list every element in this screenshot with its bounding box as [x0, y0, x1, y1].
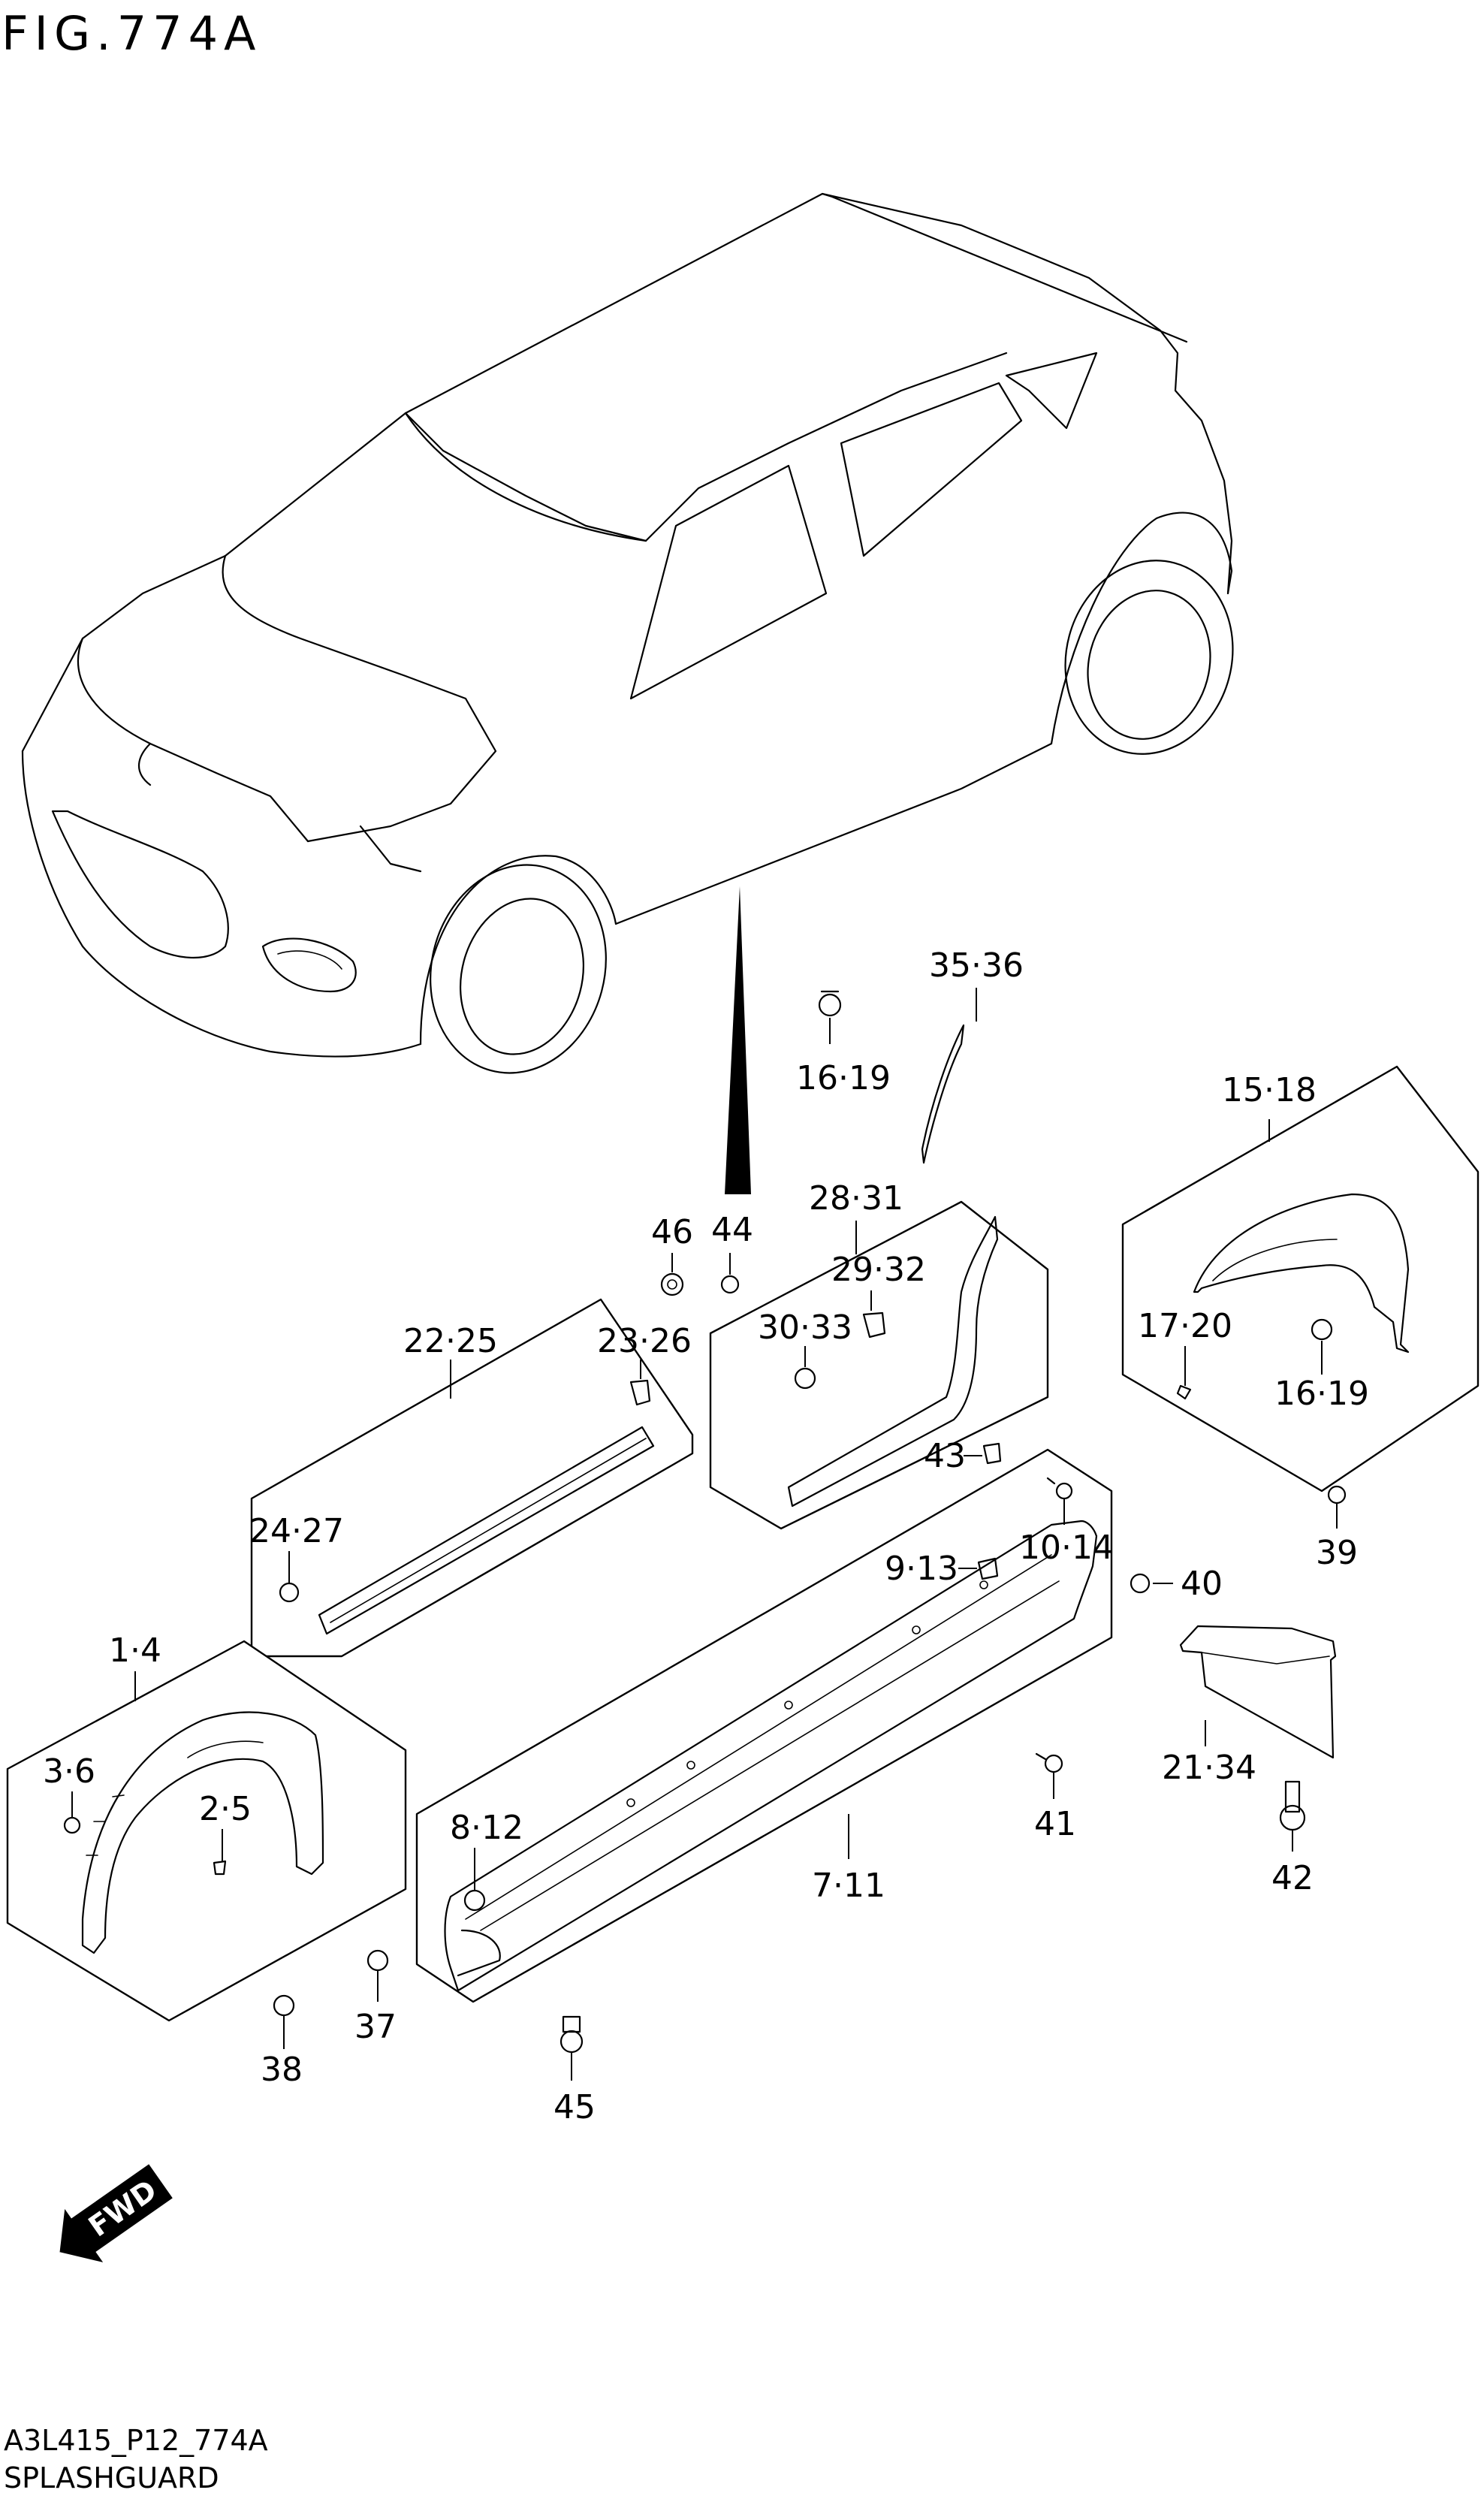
callout-21-34: 21·34 [1162, 1749, 1256, 1787]
clip-29-32-icon [862, 1311, 886, 1339]
screw-16-19-b-icon [1311, 1318, 1333, 1341]
box-28-31 [709, 1200, 1049, 1530]
callout-17-20: 17·20 [1138, 1307, 1232, 1345]
callout-29-32: 29·32 [831, 1251, 926, 1289]
clip-23-26-icon [629, 1379, 651, 1406]
leader-lines [71, 988, 1338, 2081]
callout-30-33: 30·33 [758, 1308, 852, 1347]
clip-38-icon [273, 1994, 295, 2017]
fwd-arrow-icon: FWD [58, 2162, 173, 2262]
clip-2-5-icon [213, 1860, 227, 1876]
callout-40: 40 [1181, 1565, 1223, 1603]
clip-44-icon [720, 1275, 740, 1294]
box-7-11 [415, 1448, 1113, 2003]
figure-code: A3L415_P12_774A [4, 2424, 268, 2457]
callout-3-6: 3·6 [43, 1752, 95, 1791]
clip-9-13-icon [977, 1557, 999, 1580]
callout-39: 39 [1316, 1534, 1358, 1572]
clip-43-icon [982, 1442, 1002, 1465]
mudflap-21-34 [1179, 1625, 1337, 1759]
callout-1-4: 1·4 [109, 1631, 161, 1670]
nut-40-icon [1130, 1573, 1151, 1594]
screw-10-14-icon [1046, 1477, 1073, 1500]
car-outline [21, 192, 1234, 1074]
callout-35-36: 35·36 [929, 946, 1024, 985]
callout-10-14: 10·14 [1019, 1529, 1114, 1567]
clip-39-icon [1327, 1485, 1347, 1505]
screw-41-icon [1035, 1752, 1063, 1773]
callout-46: 46 [651, 1213, 693, 1251]
callout-labels: 35·36 16·19 15·18 28·31 46 44 29·32 30·3… [43, 946, 1369, 2126]
screw-30-33-icon [794, 1367, 816, 1390]
callout-44: 44 [711, 1211, 753, 1249]
callout-16-19-b: 16·19 [1274, 1375, 1369, 1413]
nut-46-icon [660, 1272, 684, 1296]
bolt-42-icon [1279, 1780, 1306, 1831]
callout-9-13: 9·13 [885, 1550, 958, 1588]
callout-2-5: 2·5 [199, 1790, 252, 1828]
callout-23-26: 23·26 [597, 1322, 692, 1360]
weatherstrip-35-36 [921, 1024, 965, 1164]
callout-7-11: 7·11 [812, 1867, 885, 1905]
callout-45: 45 [553, 2088, 596, 2126]
callout-16-19-a: 16·19 [796, 1059, 891, 1097]
screw-24-27-icon [279, 1582, 300, 1603]
screw-16-19-a-icon [818, 990, 842, 1017]
callout-37: 37 [354, 2008, 397, 2046]
box-1-4 [6, 1640, 407, 2022]
nut-45-icon [560, 2015, 584, 2054]
callout-43: 43 [924, 1437, 966, 1475]
callout-38: 38 [261, 2051, 303, 2089]
callout-24-27: 24·27 [249, 1512, 344, 1550]
screw-8-12-icon [463, 1889, 486, 1912]
callout-15-18: 15·18 [1222, 1071, 1317, 1109]
callout-42: 42 [1271, 1859, 1314, 1897]
location-pointer [725, 886, 751, 1194]
callout-22-25: 22·25 [403, 1322, 498, 1360]
clip-3-6-icon [63, 1816, 81, 1834]
figure-name: SPLASHGUARD [4, 2461, 219, 2494]
figure-title: FIG.774A [2, 6, 261, 61]
box-15-18 [1121, 1065, 1479, 1492]
clip-37-icon [366, 1949, 389, 1972]
clip-17-20-icon [1176, 1384, 1192, 1400]
callout-8-12: 8·12 [450, 1809, 523, 1847]
callout-28-31: 28·31 [809, 1179, 903, 1218]
callout-41: 41 [1034, 1805, 1076, 1843]
